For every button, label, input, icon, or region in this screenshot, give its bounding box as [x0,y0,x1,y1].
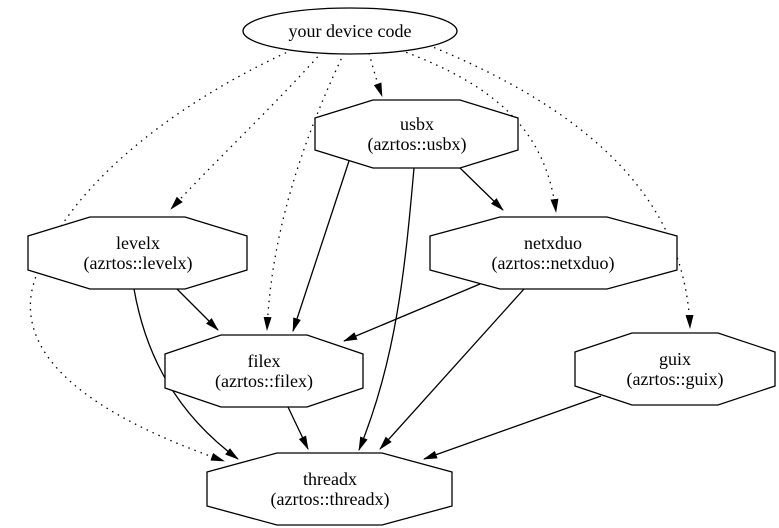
node-netxduo: netxduo (azrtos::netxduo) [429,216,678,290]
edge-device-filex [263,52,345,331]
levelx-label: levelx [116,233,160,253]
guix-label: guix [659,349,691,369]
node-guix: guix (azrtos::guix) [574,332,776,406]
guix-sublabel: (azrtos::guix) [627,369,724,390]
edge-levelx-threadx [133,288,239,460]
usbx-octagon [314,99,519,169]
edge-netxduo-threadx [379,288,525,450]
edge-usbx-netxduo [458,166,504,211]
device-label: your device code [289,21,412,41]
guix-octagon [574,332,776,406]
edge-levelx-filex [176,288,219,331]
usbx-label: usbx [400,114,434,134]
netxduo-sublabel: (azrtos::netxduo) [492,253,615,274]
edges-layer [29,44,694,462]
levelx-octagon [27,216,248,290]
threadx-octagon [206,452,453,526]
node-usbx: usbx (azrtos::usbx) [314,99,519,169]
node-device: your device code [242,7,458,55]
filex-sublabel: (azrtos::filex) [215,371,313,392]
threadx-label: threadx [303,469,357,489]
node-threadx: threadx (azrtos::threadx) [206,452,453,526]
node-levelx: levelx (azrtos::levelx) [27,216,248,290]
usbx-sublabel: (azrtos::usbx) [368,134,467,155]
edge-netxduo-filex [343,283,481,342]
edge-guix-threadx [423,395,602,460]
edge-device-netxduo [399,49,559,213]
netxduo-label: netxduo [524,233,582,253]
filex-octagon [164,334,364,408]
edge-usbx-filex [292,160,350,332]
levelx-sublabel: (azrtos::levelx) [84,253,193,274]
edge-usbx-threadx [358,167,415,451]
threadx-sublabel: (azrtos::threadx) [271,489,390,510]
device-ellipse [242,7,458,55]
edge-filex-threadx [287,406,309,450]
node-filex: filex (azrtos::filex) [164,334,364,408]
netxduo-octagon [429,216,678,290]
edge-device-usbx [368,52,383,97]
filex-label: filex [248,351,281,371]
edge-device-threadx [29,49,293,462]
edge-device-levelx [170,51,323,210]
